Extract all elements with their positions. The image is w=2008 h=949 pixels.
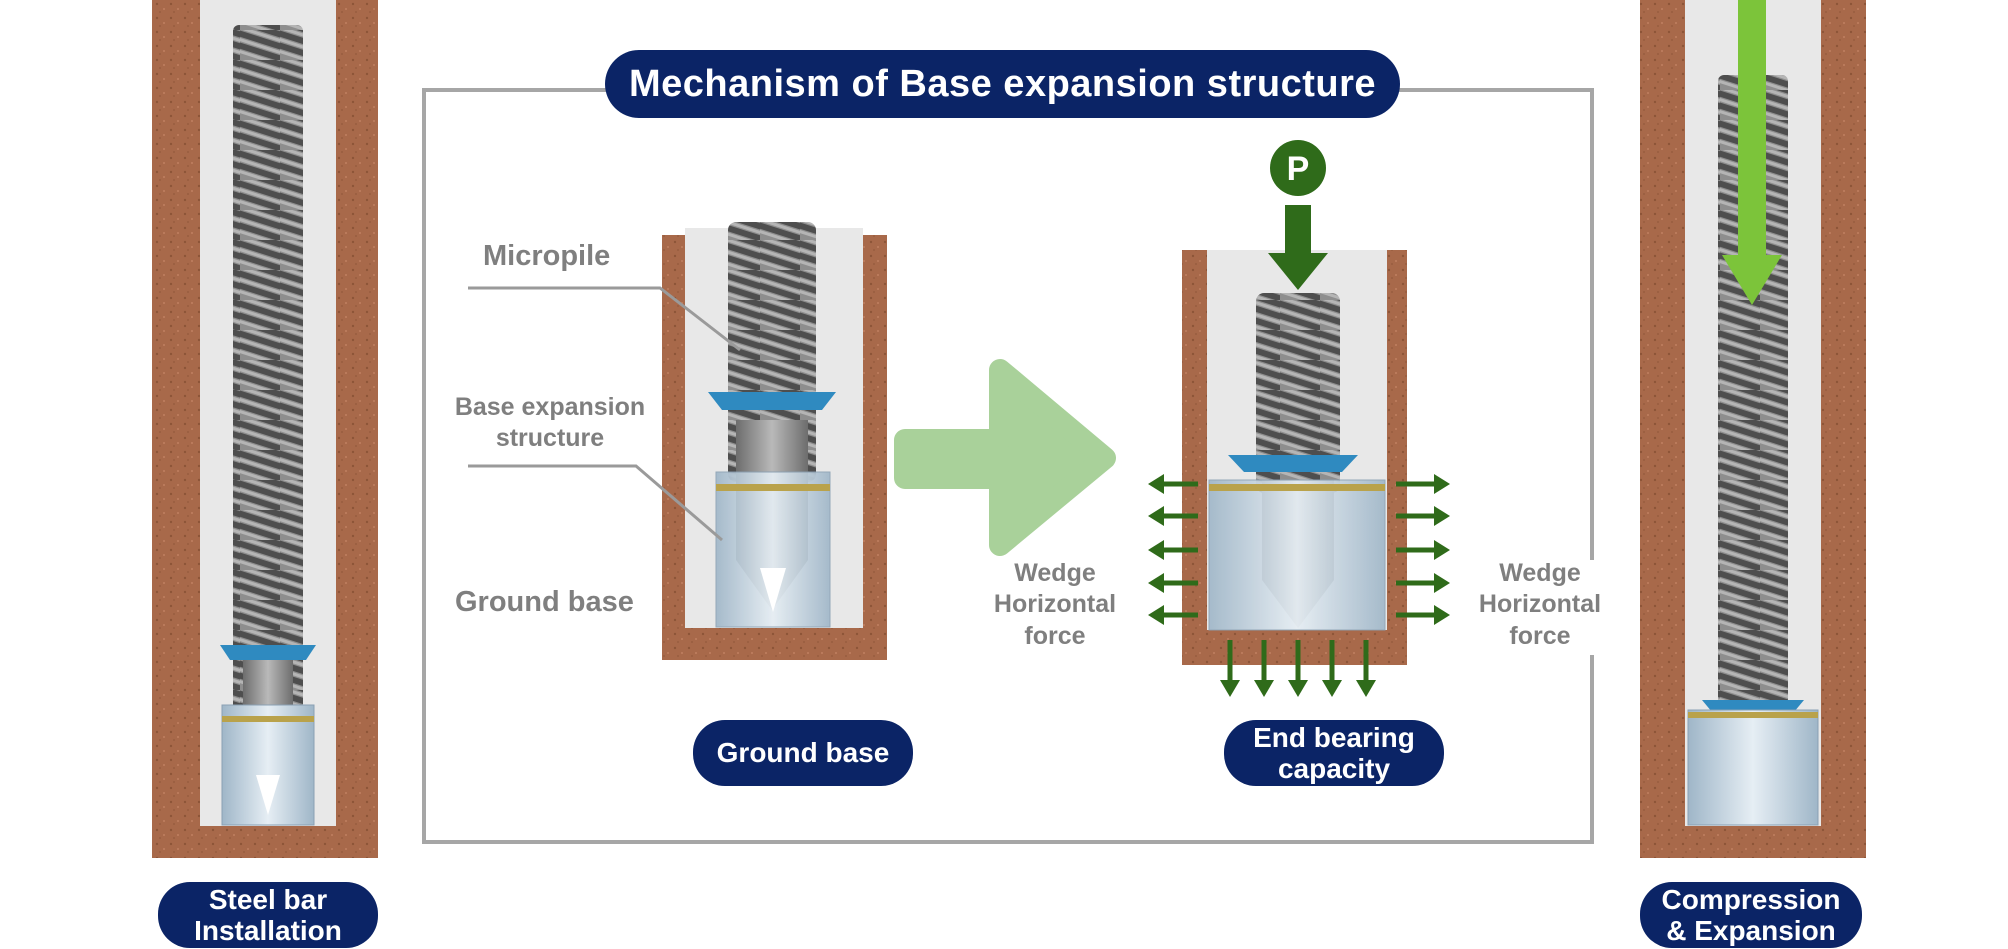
left-column-illustration (152, 0, 378, 858)
force-arrow-right-2-head (1434, 506, 1450, 526)
horizontal-force-arrows-right (1396, 474, 1450, 625)
expansion-base-end-bearing (1208, 479, 1386, 631)
expansion-base-right (1687, 709, 1819, 826)
end-bearing-illustration (1182, 140, 1407, 665)
collar-left (220, 645, 316, 660)
pill-steel-bar-line1: Steel bar (208, 883, 328, 915)
right-column-illustration (1640, 0, 1866, 858)
bearing-arrow-2-head (1254, 680, 1274, 697)
label-wedge-left-line1: Wedge (1014, 559, 1096, 587)
wedge-gap-left (256, 775, 280, 815)
pill-compression-line1: Compression (1661, 883, 1841, 915)
force-arrow-left-2-head (1148, 506, 1164, 526)
force-arrow-left-3-head (1148, 540, 1164, 560)
pill-steel-bar-installation: Steel bar Installation (158, 882, 378, 948)
micropile-end-bearing (1256, 293, 1340, 493)
force-arrow-left-1-head (1148, 474, 1164, 494)
label-wedge-left-line3: force (1024, 621, 1086, 650)
load-arrow-head (1268, 253, 1328, 290)
force-arrow-left-4-head (1148, 573, 1164, 593)
pill-end-bearing-line2: capacity (1277, 753, 1391, 784)
bearing-arrow-1-head (1220, 680, 1240, 697)
label-base-expansion-structure: Base expansion structure (440, 392, 660, 455)
force-arrow-left-5-head (1148, 605, 1164, 625)
leader-line-micropile (468, 286, 741, 352)
transition-arrow (894, 359, 1116, 556)
label-wedge-force-left: Wedge Horizontal force (975, 558, 1135, 652)
load-symbol-text: P (1287, 150, 1310, 188)
ground-base-illustration (662, 222, 887, 660)
label-micropile: Micropile (483, 240, 611, 272)
label-wedge-right-line3: force (1509, 621, 1571, 650)
pill-compression-expansion: Compression & Expansion (1640, 882, 1862, 948)
push-arrow-head-right (1722, 255, 1782, 305)
collar-end-bearing (1228, 455, 1358, 472)
label-ground-base: Ground base (455, 586, 634, 618)
bearing-arrow-5-head (1356, 680, 1376, 697)
force-arrow-right-5-head (1434, 605, 1450, 625)
ring-ground-base (716, 484, 830, 491)
diagram-title: Mechanism of Base expansion structure (605, 50, 1400, 118)
pill-end-bearing-capacity: End bearing capacity (1224, 720, 1444, 786)
force-arrow-right-1-head (1434, 474, 1450, 494)
bearing-arrow-4-head (1322, 680, 1342, 697)
label-base-expansion-line2: structure (495, 424, 605, 453)
ring-end-bearing (1209, 484, 1385, 491)
micropile-right (1718, 75, 1788, 735)
load-arrow-shaft (1285, 205, 1311, 255)
label-wedge-right-line1: Wedge (1499, 559, 1581, 587)
pill-steel-bar-line2: Installation (194, 915, 342, 946)
ring-left (222, 716, 314, 722)
horizontal-force-arrows-left (1148, 474, 1198, 625)
label-wedge-force-right: Wedge Horizontal force (1460, 558, 1620, 652)
collar-ground-base (708, 392, 836, 410)
label-wedge-right-line2: Horizontal (1478, 590, 1602, 619)
bearing-arrow-3-head (1288, 680, 1308, 697)
load-symbol-circle (1270, 140, 1326, 196)
micropile-left (233, 25, 303, 715)
push-arrow-shaft-right (1738, 0, 1766, 255)
force-arrow-right-3-head (1434, 540, 1450, 560)
force-arrow-right-4-head (1434, 573, 1450, 593)
micropile-ground-base (728, 222, 816, 482)
pill-end-bearing-line1: End bearing (1253, 721, 1415, 753)
pill-ground-base: Ground base (693, 720, 913, 786)
leader-line-base-expansion (468, 464, 723, 542)
bearing-force-arrows-down (1220, 640, 1376, 697)
wedge-gap-ground-base (760, 568, 786, 612)
ring-right (1688, 712, 1818, 718)
label-base-expansion-line1: Base expansion (454, 393, 646, 421)
collar-right (1702, 700, 1804, 712)
label-wedge-left-line2: Horizontal (993, 590, 1117, 619)
frame-label-gap-right (1485, 560, 1600, 655)
pill-compression-line2: & Expansion (1666, 915, 1836, 946)
